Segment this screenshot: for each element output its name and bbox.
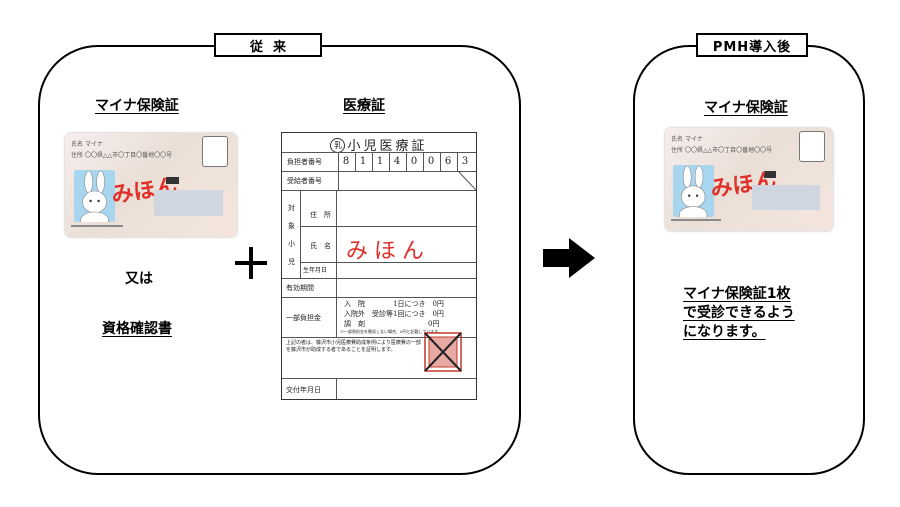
copay-note: ※一部負担金を徴収しない場合、0円と記載しています。: [340, 329, 443, 334]
issue-date-label: 交付年月日: [286, 386, 321, 394]
seal-crossed-icon: [424, 332, 462, 372]
conventional-tab-label: 従来: [214, 33, 322, 57]
cert-mark: 乳: [330, 138, 346, 153]
card-emblem-icon: [799, 131, 825, 162]
card-address-value: 〇〇県△△市〇丁目〇番地〇〇号: [84, 152, 173, 159]
target-label-char: 小: [288, 240, 295, 248]
or-label: 又は: [125, 271, 153, 287]
plus-icon: [235, 247, 267, 279]
target-label-char: 児: [288, 258, 295, 266]
payer-digit: 8: [338, 153, 353, 171]
description-line: で受診できるよう: [683, 305, 795, 321]
card-name-value: マイナ: [684, 136, 703, 143]
recipient-number-label: 受給者番号: [287, 177, 322, 185]
payer-digit: 6: [440, 153, 455, 171]
payer-number-label: 負担者番号: [287, 158, 322, 166]
card-name-label: 氏名: [71, 141, 84, 148]
target-label-char: 対: [288, 204, 295, 212]
payer-digit: 0: [406, 153, 421, 171]
card-address-label: 住所: [71, 152, 84, 159]
mynacard-heading-left: マイナ保険証: [95, 98, 179, 114]
cert-sample-stamp: みほん: [346, 239, 431, 264]
name-label: 氏 名: [310, 242, 331, 250]
after-pmh-tab-label: PMH導入後: [696, 33, 808, 57]
payer-digit: 1: [372, 153, 387, 171]
description-text: マイナ保険証1枚 で受診できるよう になります。: [683, 285, 795, 342]
payer-digit: 0: [423, 153, 438, 171]
description-line: になります。: [683, 324, 766, 340]
certificate-statement: 上記の者は、藤沢市小児医療費助成条例により医療費の一部を藤沢市が助成する者である…: [286, 340, 421, 353]
card-name-value: マイナ: [84, 141, 103, 148]
target-label-char: 象: [288, 222, 295, 230]
card-emblem-icon: [202, 136, 229, 168]
right-arrow-icon: [543, 238, 595, 278]
copay-label: 一部負担金: [286, 314, 321, 322]
mynacard-image-right: 氏名 マイナ 住所 〇〇県△△市〇丁目〇番地〇〇号 みほん: [665, 128, 833, 231]
payer-digit: 1: [355, 153, 370, 171]
card-address-label: 住所: [671, 147, 684, 154]
validity-label: 有効期間: [286, 284, 314, 292]
qualification-certificate-label: 資格確認書: [102, 321, 172, 337]
bunny-photo-icon: [679, 165, 708, 217]
cert-title: 小児医療証: [347, 139, 428, 154]
payer-digit: 3: [457, 153, 472, 171]
medical-cert-heading: 医療証: [343, 98, 385, 114]
copay-line: 調 剤 0円: [344, 320, 440, 328]
address-label: 住 所: [310, 211, 331, 219]
mynacard-heading-right: マイナ保険証: [704, 100, 788, 116]
payer-digit: 4: [389, 153, 404, 171]
mynacard-image-left: 氏名 マイナ 住所 〇〇県△△市〇丁目〇番地〇〇号 みほん: [65, 133, 237, 237]
card-address-value: 〇〇県△△市〇丁目〇番地〇〇号: [684, 147, 773, 154]
dob-label: 生年月日: [303, 267, 328, 274]
medical-certificate-image: 乳小児医療証 負担者番号 8 1 1 4 0 0 6 3 受給者番号 対 象 小…: [281, 132, 477, 400]
copay-line: 入院外 受診等1回につき 0円: [344, 310, 444, 318]
copay-line: 入 院 1日につき 0円: [344, 300, 444, 308]
card-name-label: 氏名: [671, 136, 684, 143]
bunny-photo-icon: [79, 171, 109, 223]
description-line: マイナ保険証1枚: [683, 286, 791, 302]
